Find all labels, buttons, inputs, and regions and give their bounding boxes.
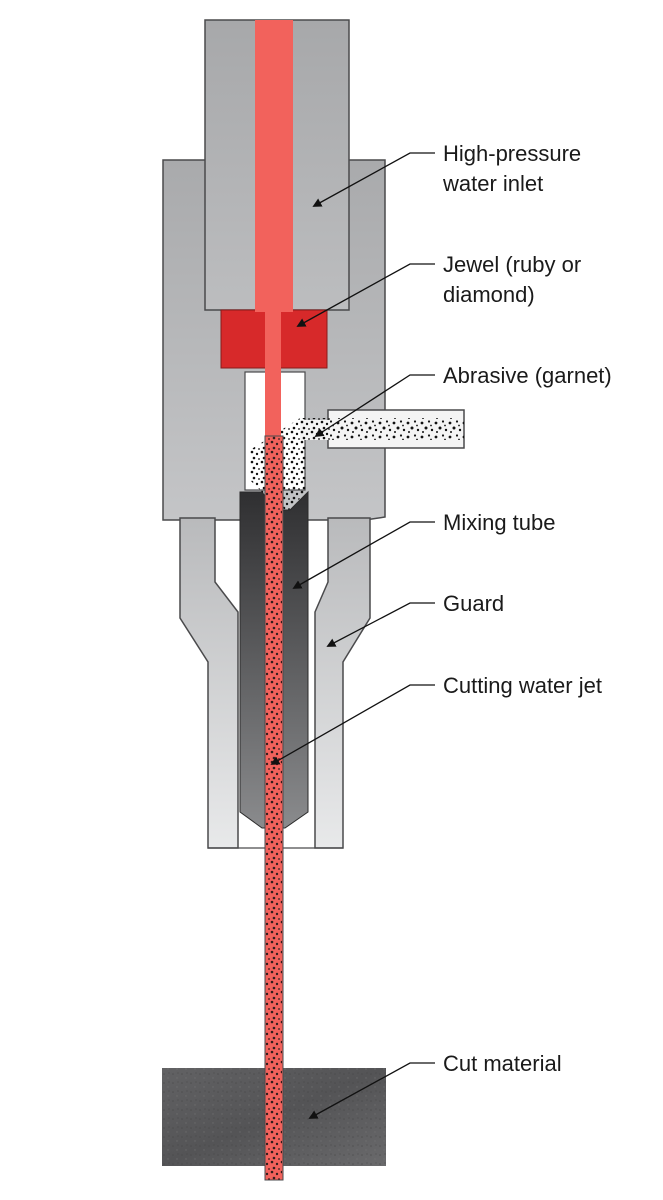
leader-guard	[326, 602, 435, 647]
abrasive-in-pipe	[330, 418, 464, 440]
label-abrasive: Abrasive (garnet)	[443, 363, 612, 388]
cutting-jet-abrasive	[266, 436, 282, 1180]
water-jet-fine	[265, 310, 281, 440]
leader-inlet	[312, 152, 435, 207]
guard-left	[179, 517, 239, 849]
label-jet: Cutting water jet	[443, 673, 602, 698]
leader-abrasive	[314, 374, 435, 437]
label-guard: Guard	[443, 591, 505, 616]
water-stream-inlet	[255, 20, 293, 312]
leader-mixing-tube	[292, 521, 435, 589]
leader-lines	[270, 152, 435, 1119]
label-material: Cut material	[443, 1051, 562, 1076]
label-inlet: High-pressure water inlet	[443, 141, 582, 196]
guard-right	[314, 517, 371, 849]
leader-material	[308, 1062, 435, 1119]
label-mixing-tube: Mixing tube	[443, 510, 556, 535]
leader-jewel	[296, 263, 435, 327]
label-jewel: Jewel (ruby or diamond)	[443, 252, 582, 307]
leader-jet	[270, 684, 435, 765]
